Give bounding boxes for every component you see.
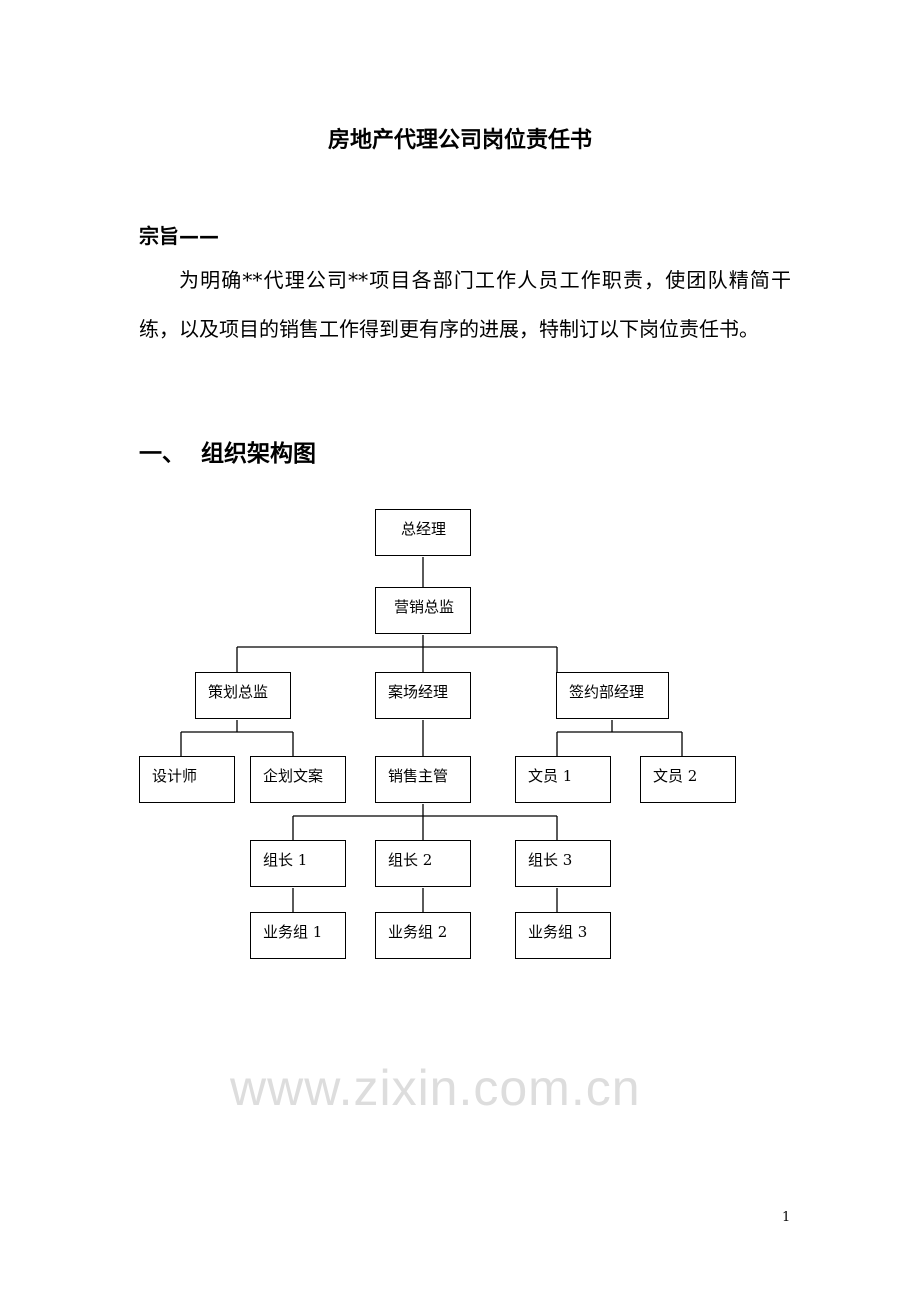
purpose-heading: 宗旨—— [139,224,219,248]
section-number: 一、 [139,441,185,467]
page-number: 1 [782,1210,791,1225]
org-node-leader-1: 组长 1 [250,840,346,887]
org-node-sales-supervisor: 销售主管 [375,756,471,803]
org-node-ceo: 总经理 [375,509,471,556]
org-node-site-manager: 案场经理 [375,672,471,719]
watermark: www.zixin.com.cn [230,1060,641,1116]
org-node-designer: 设计师 [139,756,235,803]
org-node-planning-director: 策划总监 [195,672,291,719]
purpose-paragraph: 为明确**代理公司**项目各部门工作人员工作职责，使团队精简干练，以及项目的销售… [139,268,791,341]
org-node-group-3: 业务组 3 [515,912,611,959]
document-title: 房地产代理公司岗位责任书 [327,128,592,153]
org-node-group-2: 业务组 2 [375,912,471,959]
org-node-marketing-director: 营销总监 [375,587,471,634]
org-node-contract-manager: 签约部经理 [556,672,669,719]
org-node-leader-3: 组长 3 [515,840,611,887]
org-node-clerk-1: 文员 1 [515,756,611,803]
section-title: 组织架构图 [201,441,316,467]
org-node-leader-2: 组长 2 [375,840,471,887]
org-node-copywriter: 企划文案 [250,756,346,803]
section-heading: 一、组织架构图 [139,434,332,468]
org-node-clerk-2: 文员 2 [640,756,736,803]
org-node-group-1: 业务组 1 [250,912,346,959]
